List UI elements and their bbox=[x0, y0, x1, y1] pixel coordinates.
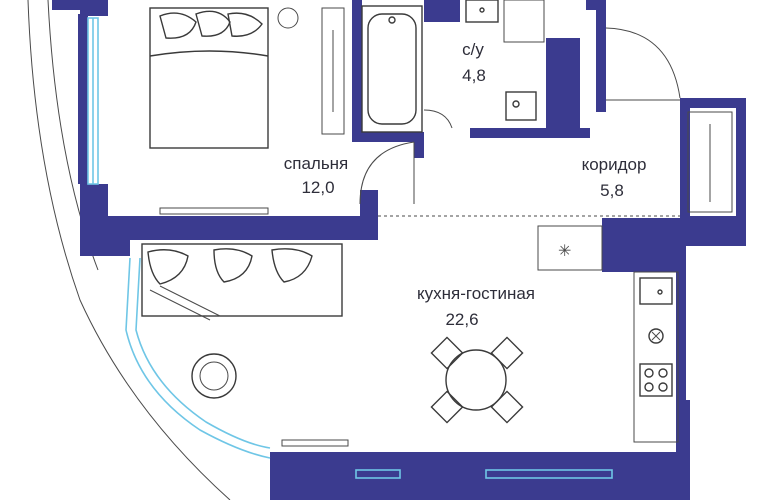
bedroom-area: 12,0 bbox=[301, 178, 334, 197]
bed-icon bbox=[149, 7, 269, 149]
corridor-name: коридор bbox=[582, 155, 647, 174]
entrance-door bbox=[605, 27, 681, 101]
radiator bbox=[159, 207, 269, 215]
kitchen-name: кухня-гостиная bbox=[417, 284, 535, 303]
kitchen-area: 22,6 bbox=[445, 310, 478, 329]
lamp-icon bbox=[277, 7, 299, 29]
windows bbox=[87, 17, 613, 479]
bathroom-area: 4,8 bbox=[462, 66, 486, 85]
stove-icon bbox=[639, 363, 673, 397]
round-table-icon bbox=[191, 353, 237, 399]
toilet-icon bbox=[505, 91, 537, 121]
wardrobe-icon bbox=[687, 111, 733, 213]
corridor-area: 5,8 bbox=[600, 181, 624, 200]
sink-icon bbox=[465, 0, 499, 23]
round-table-inner bbox=[199, 361, 229, 391]
bathtub-icon bbox=[361, 5, 423, 133]
fridge-icon: ✳ bbox=[537, 225, 603, 271]
walls bbox=[52, 0, 746, 500]
svg-text:✳: ✳ bbox=[558, 241, 571, 260]
dining-table-icon bbox=[430, 336, 524, 424]
washing-machine bbox=[503, 0, 545, 43]
bedroom-name: спальня bbox=[284, 154, 349, 173]
bedroom-door bbox=[359, 141, 415, 205]
bathroom-door bbox=[423, 109, 453, 129]
sofa-icon bbox=[141, 243, 343, 321]
bathroom-name: с/у bbox=[462, 40, 484, 59]
wardrobe-icon bbox=[321, 7, 345, 135]
facade-curve-outer bbox=[27, 0, 231, 500]
kitchen-counter bbox=[633, 271, 679, 443]
dishwasher-icon bbox=[648, 328, 664, 344]
radiator bbox=[281, 439, 349, 447]
sink-icon bbox=[639, 277, 673, 305]
